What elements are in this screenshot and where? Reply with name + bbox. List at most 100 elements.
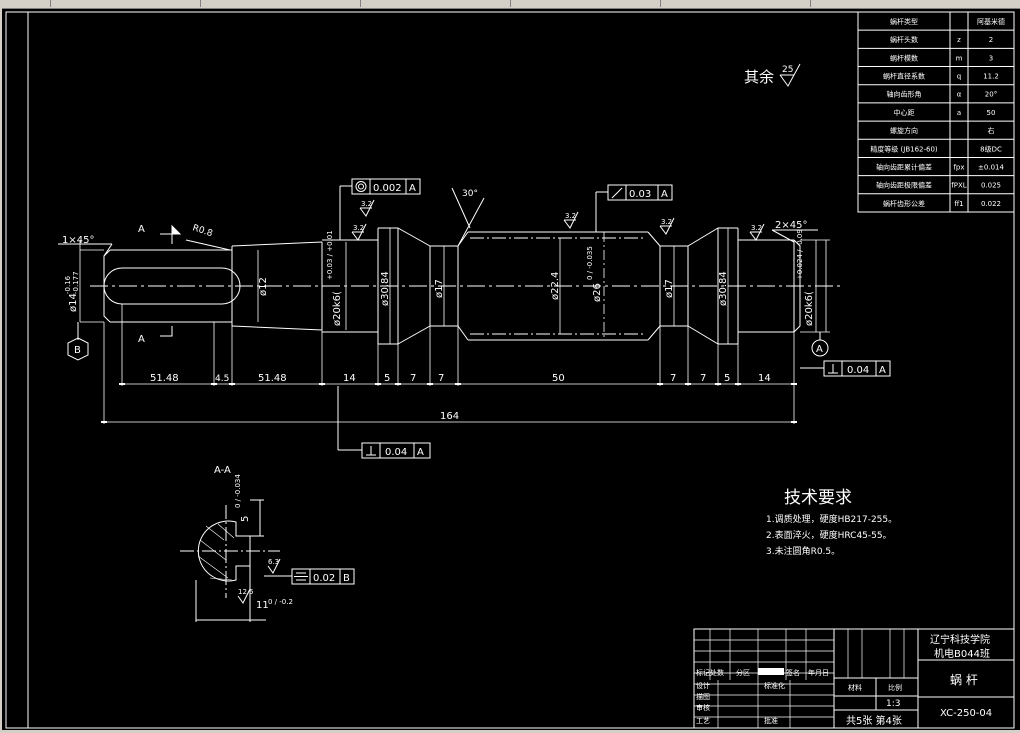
param-symbol: q [957,73,961,81]
dia-22-4: ø22.4 [550,272,561,300]
tb-scale-label: 比例 [888,683,902,692]
chamfer-right-text: 2×45° [775,220,807,231]
dia-20-left-tol: +0.03 / +0.01 [326,230,334,280]
tol-runout-value: 0.03 [629,189,651,200]
dia-12: ø12 [258,277,269,296]
tb-scale: 1:3 [886,699,900,709]
roughness-symbols: 3.23.23.23.23.26.312.5 [237,199,765,604]
tab-5[interactable] [510,0,661,7]
angle-note: 30° [451,187,485,247]
dia-14: ø14 [68,293,79,312]
param-value: ±0.014 [978,163,1004,171]
section-title: A-A [214,465,231,476]
param-name: 轴向齿形角 [887,90,922,99]
roughness-mark: 6.3 [267,558,281,574]
dia-26-tol: 0 / -0.035 [586,246,594,280]
tb-school: 辽宁科技学院 [930,633,990,646]
tb-part-name: 蜗 杆 [950,672,978,687]
param-name: 蜗杆类型 [890,17,918,26]
roughness-mark: 3.2 [563,211,579,229]
roughness-value: 3.2 [565,212,576,220]
tech-item-2: 2.表面淬火，硬度HRC45-55。 [766,529,892,541]
fillet-note: R0.8 [185,223,231,251]
tech-item-3: 3.未注圆角R0.5。 [766,545,840,557]
dia-20-left: ø20k6( [332,291,343,326]
dia-20-right-tol: +0.024 / -0.09 [796,229,804,280]
tol-runout-datum: A [661,189,668,200]
section-mark-top: A [138,224,145,235]
section-dim-11: 11 [256,600,269,611]
roughness-mark: 3.2 [351,223,367,241]
param-symbol: m [956,54,963,62]
tol-perp-bottom-value: 0.04 [385,447,407,458]
tol-coaxial-datum: A [409,183,416,194]
section-mark-bottom: A [138,334,145,345]
chamfer-left: 1×45° [58,235,113,257]
dia-17-left: ø17 [434,279,445,298]
tech-requirements: 技术要求 1.调质处理，硬度HB217-255。 2.表面淬火，硬度HRC45-… [766,488,897,557]
datum-b-label: B [74,345,81,356]
dia-14-tol-dn: -0.177 [72,271,80,294]
tb-class: 机电B044班 [934,647,990,660]
dim-51-48-right: 51.48 [258,373,287,384]
extension-lines [79,239,830,424]
roughness-value: 3.2 [361,200,372,208]
shaft-outline [103,227,801,345]
dim-14-right: 14 [758,373,771,384]
param-value: 阿基米德 [977,17,1005,26]
tol-perp-right-datum: A [879,365,886,376]
param-symbol: fPXL [951,182,966,190]
dia-30-84-right: ø30.84 [718,271,729,306]
param-name: 螺旋方向 [890,126,918,135]
datum-a-label: A [816,344,823,355]
datum-b-marker: B [67,322,89,361]
param-value: 50 [987,109,996,117]
dim-7-d: 7 [700,373,706,384]
param-value: 8级DC [980,144,1002,153]
dim-164: 164 [440,411,459,422]
window-tab-strip [0,0,1020,9]
dim-5-right: 5 [724,373,730,384]
param-name: 蜗杆头数 [890,35,918,44]
tb-zone: 分区 [736,668,750,677]
roughness-value: 3.2 [353,224,364,232]
section-dim-5-tol: 0 / -0.034 [234,474,242,508]
window-left-edge [0,8,2,733]
section-dim-11-tol: 0 / -0.2 [268,598,293,606]
tab-3[interactable] [200,0,361,7]
tab-2[interactable] [50,0,201,7]
tb-design: 设计 [696,681,710,690]
dim-4-5: 4.5 [215,374,229,384]
tb-change-doc-box [758,668,784,675]
tol-symmetry-value: 0.02 [313,573,335,584]
param-name: 轴向齿距极限偏差 [876,181,932,190]
param-value: 2 [989,36,993,44]
param-symbol: fpx [953,163,964,171]
param-value: 0.022 [981,200,1001,208]
param-name: 蜗杆直径系数 [883,72,925,81]
roughness-mark: 3.2 [659,217,675,235]
roughness-mark: 3.2 [749,223,765,241]
param-symbol: ff1 [954,200,963,208]
angle-30-text: 30° [462,189,478,199]
param-symbol: z [957,36,961,44]
tb-draw: 描图 [696,692,710,701]
tb-drawing-code: XC-250-04 [940,708,992,719]
param-value: 3 [989,54,993,62]
roughness-value: 3.2 [661,218,672,226]
tab-4[interactable] [360,0,511,7]
tab-1[interactable] [0,0,51,7]
dim-7-c: 7 [670,373,676,384]
tech-title: 技术要求 [784,488,852,508]
tab-6[interactable] [660,0,811,7]
roughness-value: 3.2 [751,224,762,232]
param-name: 轴向齿距累计偏差 [876,162,932,171]
tb-mark: 标记 [696,668,710,677]
length-labels: 51.48 4.5 51.48 14 5 7 7 50 7 7 5 14 164 [150,373,771,422]
window-bottom-edge [0,730,1020,733]
dim-5-left: 5 [384,373,390,384]
param-symbol: α [957,91,962,99]
param-name: 中心距 [894,108,915,117]
